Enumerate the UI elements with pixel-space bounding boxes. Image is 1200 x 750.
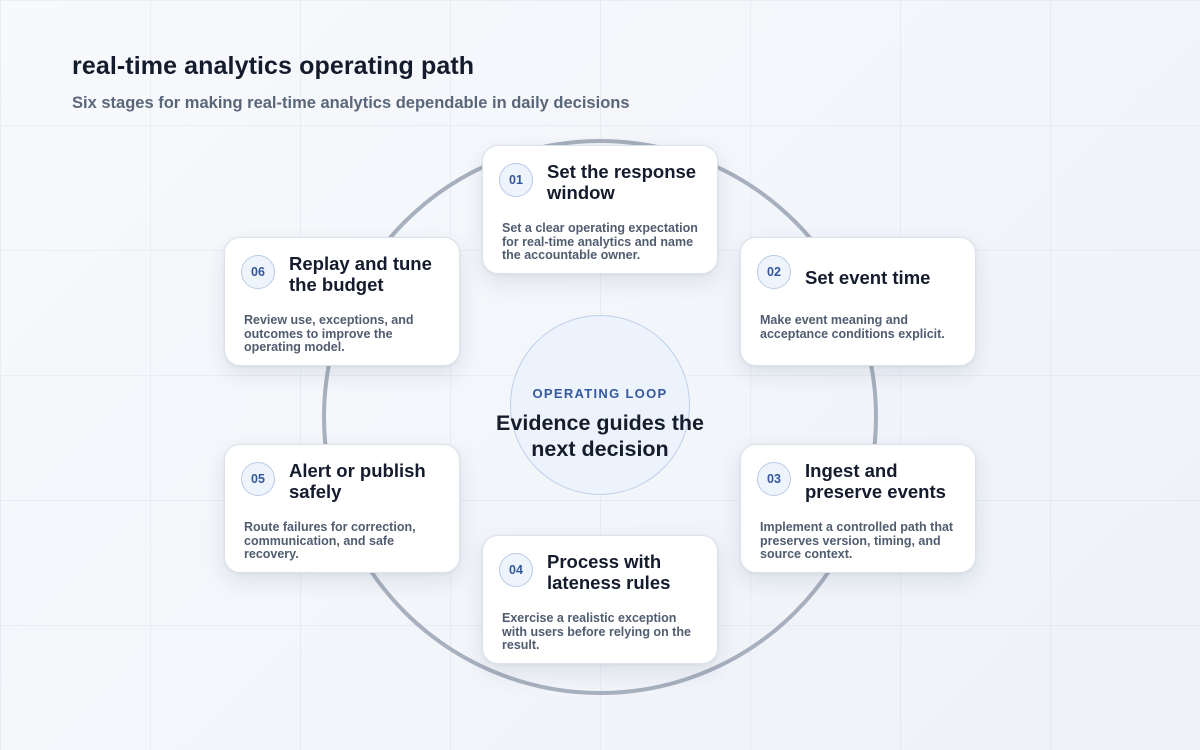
stage-card-05[interactable]: 05 Alert or publish safely Route failure…	[224, 444, 460, 573]
stage-card-02[interactable]: 02 Set event time Make event meaning and…	[740, 237, 976, 366]
stage-description: Review use, exceptions, and outcomes to …	[244, 313, 414, 354]
stage-card-01[interactable]: 01 Set the response window Set a clear o…	[482, 145, 718, 274]
stage-description: Route failures for correction, communica…	[244, 520, 416, 561]
stage-number-badge: 04	[499, 553, 533, 587]
loop-ring-path	[322, 139, 878, 695]
stage-title: Ingest and preserve events	[805, 460, 946, 502]
stage-description: Set a clear operating expectation for re…	[502, 221, 698, 262]
stage-title: Set the response window	[547, 161, 697, 203]
stage-description: Make event meaning and acceptance condit…	[760, 313, 945, 341]
stage-card-04[interactable]: 04 Process with lateness rules Exercise …	[482, 535, 718, 664]
stage-number-badge: 03	[757, 462, 791, 496]
stage-title: Alert or publish safely	[289, 460, 426, 502]
stage-description: Exercise a realistic exception with user…	[502, 611, 691, 652]
stage-number-badge: 05	[241, 462, 275, 496]
stage-number-badge: 06	[241, 255, 275, 289]
stage-title: Process with lateness rules	[547, 551, 671, 593]
stage-title: Replay and tune the budget	[289, 253, 432, 295]
page-title: real-time analytics operating path	[72, 52, 475, 80]
operating-loop-label: Evidence guides the next decision	[496, 411, 704, 461]
stage-number-badge: 01	[499, 163, 533, 197]
operating-loop-hub: OPERATING LOOP Evidence guides the next …	[496, 315, 704, 495]
stage-title: Set event time	[805, 267, 931, 288]
stage-number-badge: 02	[757, 255, 791, 289]
stage-description: Implement a controlled path that preserv…	[760, 520, 954, 561]
stage-card-03[interactable]: 03 Ingest and preserve events Implement …	[740, 444, 976, 573]
operating-loop-kicker: OPERATING LOOP	[532, 386, 668, 401]
page-subtitle: Six stages for making real-time analytic…	[72, 94, 630, 112]
stage-card-06[interactable]: 06 Replay and tune the budget Review use…	[224, 237, 460, 366]
